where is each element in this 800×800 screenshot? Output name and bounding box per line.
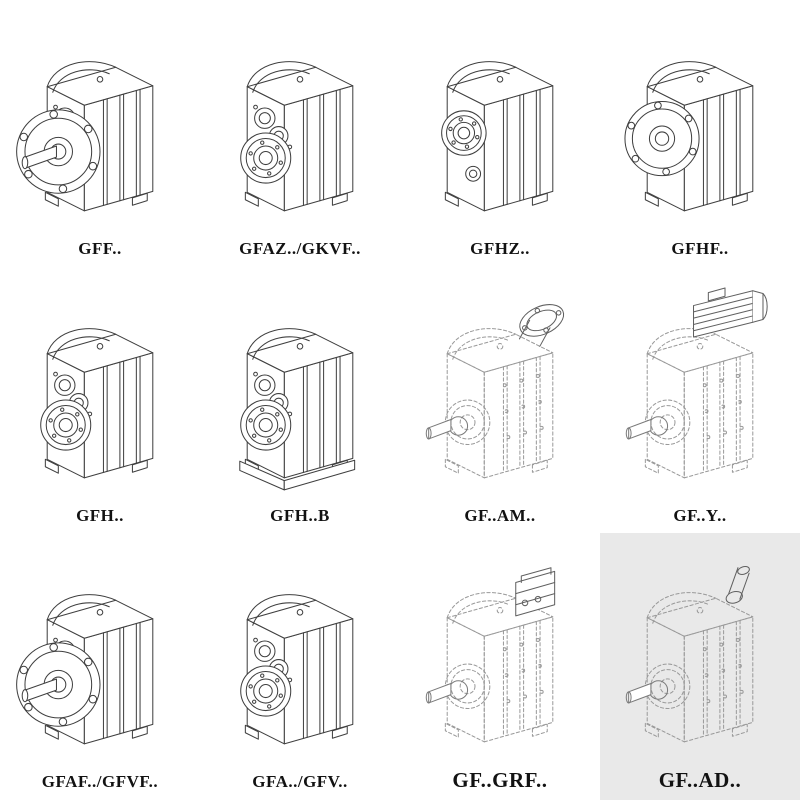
gearbox-hollow-shaft-icon — [240, 594, 354, 745]
gearbox-hollow-shaft-icon — [40, 327, 154, 479]
gearbox-flange-output-icon — [16, 594, 154, 745]
gearbox-cell: GF..AM.. — [400, 267, 600, 534]
gearbox-motor-mounted-icon — [625, 287, 768, 479]
gearbox-drawing-area — [2, 269, 198, 507]
gearbox-model-label: GF..AM.. — [464, 505, 536, 525]
gearbox-model-label: GFHF.. — [671, 238, 729, 258]
gearbox-drawing-area — [602, 535, 798, 769]
gearbox-drawing-area — [2, 535, 198, 773]
gearbox-model-label: GF..GRF.. — [452, 767, 548, 792]
gearbox-flange-output-icon — [16, 61, 154, 212]
gearbox-flange-output-high-icon — [624, 61, 754, 212]
gearbox-hollow-shaft-high-icon — [441, 61, 554, 212]
gearbox-model-label: GFAZ../GKVF.. — [239, 238, 361, 258]
gearbox-cell: GFH..B — [200, 267, 400, 534]
gearbox-drawing-area — [602, 2, 798, 240]
gearbox-drawing-area — [202, 2, 398, 240]
gearbox-model-label: GFH..B — [270, 505, 330, 525]
gearbox-model-label: GFHZ.. — [470, 238, 530, 258]
gearbox-model-label: GFH.. — [76, 505, 124, 525]
gearbox-cell: GFA../GFV.. — [200, 533, 400, 800]
gearbox-model-label: GF..Y.. — [673, 505, 727, 525]
gearbox-drawing-area — [202, 535, 398, 773]
gearbox-cell: GFH.. — [0, 267, 200, 534]
gearbox-drawing-area — [402, 2, 598, 240]
gearbox-model-label: GFF.. — [78, 238, 122, 258]
gearbox-model-label: GFA../GFV.. — [252, 772, 348, 792]
gearbox-model-label: GF..AD.. — [658, 767, 742, 792]
gearbox-hollow-shaft-foot-icon — [239, 327, 356, 491]
gearbox-cover-input-icon — [425, 567, 556, 743]
gearbox-model-label: GFAF../GFVF.. — [41, 772, 159, 792]
gearbox-drawing-area — [602, 269, 798, 507]
gearbox-hollow-shaft-icon — [240, 61, 354, 212]
gearbox-cell: GFF.. — [0, 0, 200, 267]
gearbox-drawing-area — [402, 535, 598, 769]
gearbox-drawing-area — [402, 269, 598, 507]
gearbox-cell: GF..Y.. — [600, 267, 800, 534]
gearbox-drawing-area — [2, 2, 198, 240]
gearbox-shaft-input-icon — [625, 566, 754, 743]
gearbox-cell: GF..GRF.. — [400, 533, 600, 800]
gearbox-cell: GFAZ../GKVF.. — [200, 0, 400, 267]
gearbox-cell: GFAF../GFVF.. — [0, 533, 200, 800]
gearbox-drawing-area — [202, 269, 398, 507]
gearbox-cell: GFHZ.. — [400, 0, 600, 267]
gearbox-iec-adapter-icon — [425, 303, 565, 479]
gearbox-cell: GFHF.. — [600, 0, 800, 267]
gearbox-cell: GF..AD.. — [600, 533, 800, 800]
